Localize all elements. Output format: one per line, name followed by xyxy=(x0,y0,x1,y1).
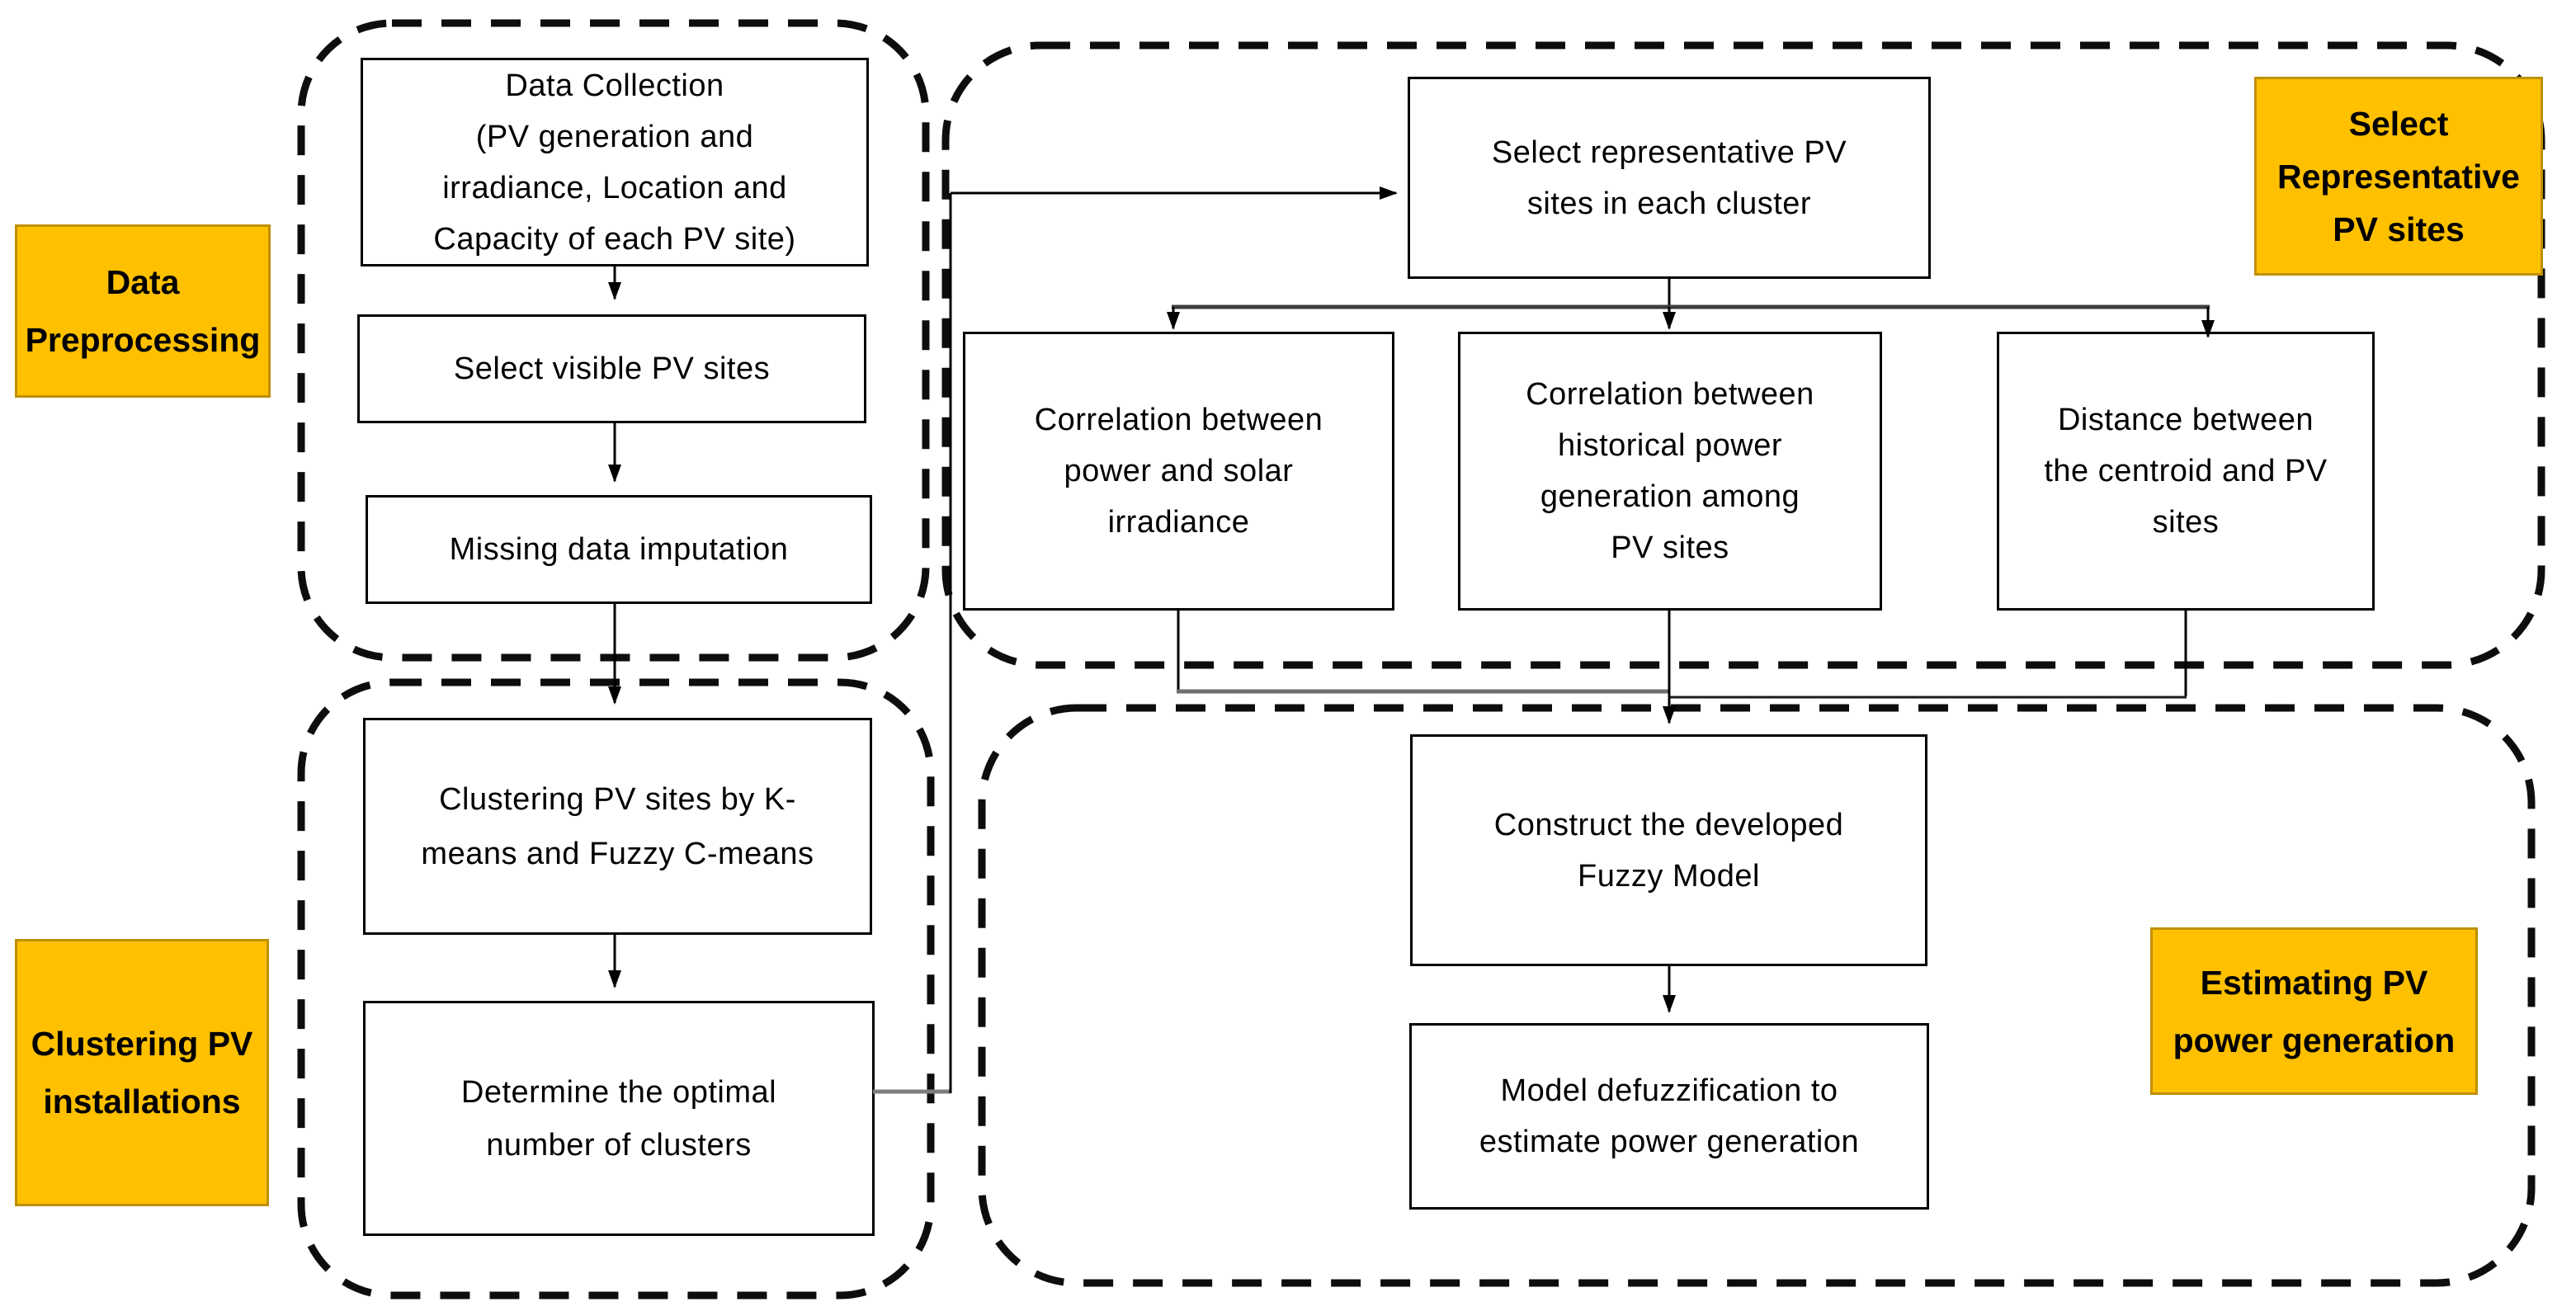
label-clustering-pv-installations: Clustering PV installations xyxy=(15,939,269,1206)
label-data-preprocessing: Data Preprocessing xyxy=(15,224,271,398)
box-correlation-power-irradiance: Correlation between power and solar irra… xyxy=(963,332,1394,611)
box-correlation-historical-power: Correlation between historical power gen… xyxy=(1458,332,1882,611)
label-select-representative-pv-sites: Select Representative PV sites xyxy=(2254,77,2543,276)
group-select-representative-border xyxy=(941,41,2545,669)
box-model-defuzzification: Model defuzzification to estimate power … xyxy=(1409,1023,1929,1210)
box-select-visible-pv-sites: Select visible PV sites xyxy=(357,314,866,423)
label-estimating-pv-power-generation: Estimating PV power generation xyxy=(2150,927,2478,1095)
box-clustering-pv-sites: Clustering PV sites by K- means and Fuzz… xyxy=(363,718,872,935)
box-distance-centroid-pv: Distance between the centroid and PV sit… xyxy=(1997,332,2375,611)
box-construct-fuzzy-model: Construct the developed Fuzzy Model xyxy=(1410,734,1927,966)
box-select-representative-sites: Select representative PV sites in each c… xyxy=(1408,77,1931,279)
box-data-collection: Data Collection (PV generation and irrad… xyxy=(361,58,869,267)
box-missing-data-imputation: Missing data imputation xyxy=(366,495,872,604)
group-estimating-pv-border xyxy=(978,704,2536,1287)
box-determine-optimal-clusters: Determine the optimal number of clusters xyxy=(363,1001,875,1236)
